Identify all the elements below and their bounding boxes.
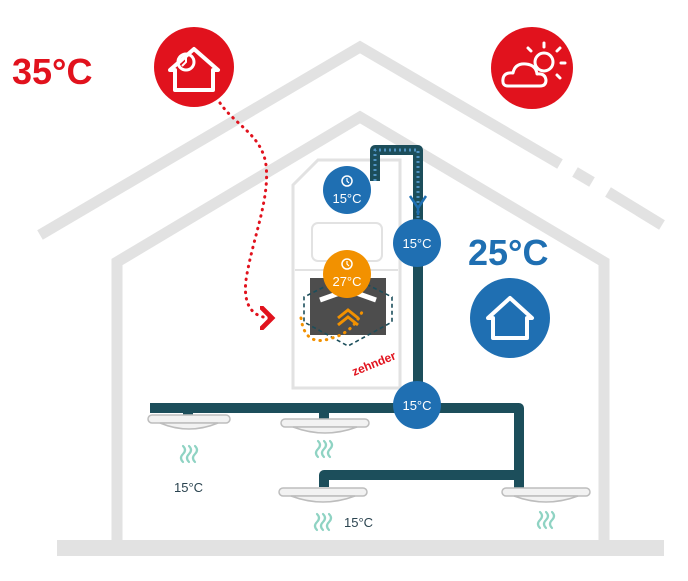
outside-temperature: 35°C: [12, 51, 93, 92]
duct-lower-temperature: 15°C: [402, 398, 431, 413]
duct-lower-temp-badge: 15°C: [393, 381, 441, 429]
unit-top-temp-badge: 15°C: [323, 166, 371, 214]
recovered-heat-path: [299, 310, 364, 342]
diffuser: [501, 487, 591, 497]
house-outline: [37, 40, 665, 556]
diffuser: [280, 418, 370, 428]
airflow-wave-icon: [536, 510, 556, 530]
outer-roof-right: [605, 187, 665, 230]
diffuser-shade: [513, 495, 579, 503]
unit-top-temperature: 15°C: [332, 191, 361, 206]
airflow-icons: [179, 439, 556, 532]
diffuser: [147, 414, 231, 424]
outer-roof-gap-segment: [572, 167, 595, 187]
airflow-wave-icon: [313, 512, 333, 532]
cloud-sun-icon: [491, 27, 573, 109]
diffuser: [278, 487, 368, 497]
unit-middle-temperature: 27°C: [332, 274, 361, 289]
house-floor: [57, 540, 664, 556]
airflow-wave-icon: [179, 444, 199, 464]
vent-temperature-label: 15°C: [344, 515, 374, 530]
house-sun-exposure-icon: [154, 27, 234, 107]
unit-middle-temp-badge: 27°C: [323, 250, 371, 298]
home-icon: [470, 278, 550, 358]
ceiling-diffusers: [147, 414, 591, 503]
hot-air-path: [218, 101, 272, 318]
indoor-temperature: 25°C: [468, 232, 549, 273]
duct-upper-temperature: 15°C: [402, 236, 431, 251]
inner-house-walls: [111, 110, 610, 556]
diffuser-shade: [292, 426, 358, 434]
duct-upper-temp-badge: 15°C: [393, 219, 441, 267]
outer-roof-left: [37, 40, 563, 240]
diffuser-shade: [290, 495, 356, 503]
airflow-wave-icon: [314, 439, 334, 459]
vent-temperature-label: 15°C: [174, 480, 204, 495]
diffuser-shade: [159, 422, 219, 430]
